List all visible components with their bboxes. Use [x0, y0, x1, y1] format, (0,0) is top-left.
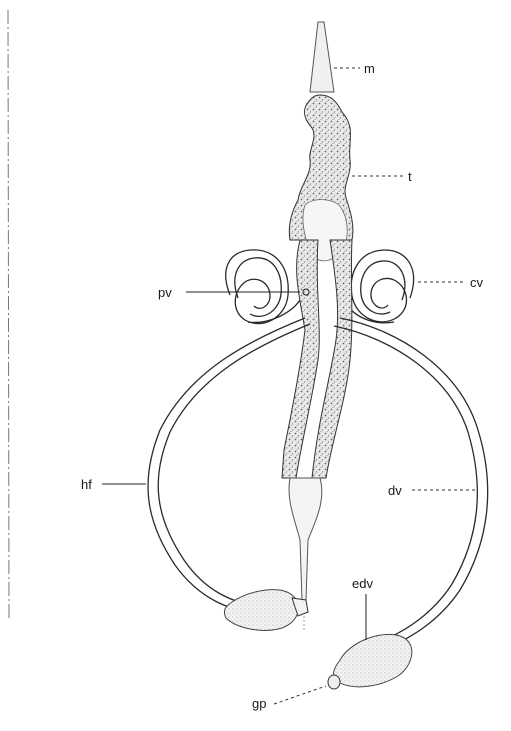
right-coil — [345, 250, 414, 323]
label-cv: cv — [470, 275, 484, 290]
label-hf: hf — [81, 477, 92, 492]
stem-shape — [289, 478, 322, 600]
genital-pore-shape — [328, 675, 340, 689]
label-dv: dv — [388, 483, 402, 498]
label-edv-group: edv — [352, 576, 373, 640]
label-dv-group: dv — [388, 483, 478, 498]
left-coil — [226, 250, 300, 324]
label-m: m — [364, 61, 375, 76]
left-bulb-shape — [224, 590, 298, 631]
left-channel-shape — [282, 240, 319, 478]
scan-edge-line — [8, 10, 9, 620]
label-gp-group: gp — [252, 686, 326, 711]
right-bulb-shape — [334, 634, 412, 686]
label-m-group: m — [334, 61, 375, 76]
label-edv: edv — [352, 576, 373, 591]
mouthpiece-shape — [310, 22, 334, 92]
label-pv: pv — [158, 285, 172, 300]
left-loop — [148, 318, 305, 615]
label-cv-group: cv — [418, 275, 484, 290]
label-hf-group: hf — [81, 477, 146, 492]
label-gp: gp — [252, 696, 266, 711]
label-t-group: t — [352, 169, 412, 184]
label-t: t — [408, 169, 412, 184]
right-loop — [340, 318, 488, 650]
label-pv-group: pv — [158, 285, 309, 300]
